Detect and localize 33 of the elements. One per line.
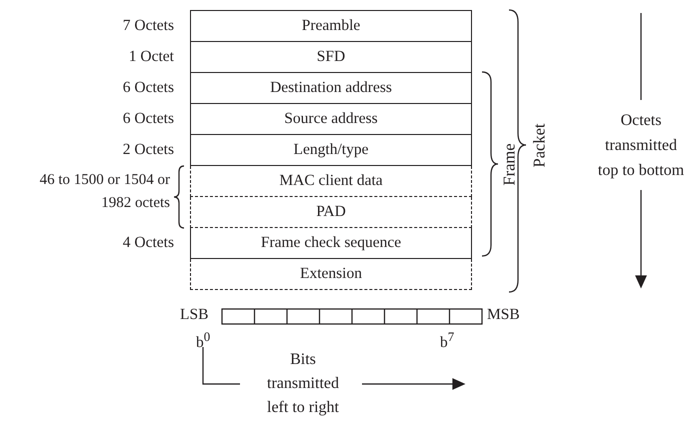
- field-box: [190, 258, 472, 290]
- lsb-label: LSB: [180, 306, 208, 324]
- field-box: [190, 10, 472, 42]
- bit-label: b$^{7}$: [440, 330, 454, 352]
- octet-count: 6 Octets: [122, 79, 174, 97]
- field-label: MAC client data: [279, 172, 383, 190]
- field-box: [190, 196, 472, 228]
- packet-label: Packet: [530, 122, 550, 170]
- field-box: [190, 228, 472, 259]
- direction-note: Bits transmitted left to right: [266, 350, 340, 418]
- frame-label: Frame: [500, 142, 520, 186]
- field-label: Source address: [284, 110, 378, 128]
- octet-count: 2 Octets: [122, 141, 174, 159]
- field-box: [190, 42, 472, 73]
- octet-count: 6 Octets: [122, 110, 174, 128]
- octet-count: 7 Octets: [122, 17, 174, 35]
- octet-count: 1 Octet: [128, 48, 174, 66]
- msb-label: MSB: [487, 306, 520, 324]
- field-box: [190, 166, 472, 197]
- field-box: [190, 104, 472, 135]
- field-label: Extension: [300, 264, 362, 283]
- field-label: Length/type: [294, 140, 368, 159]
- field-box: [190, 134, 472, 166]
- field-label: Preamble: [302, 17, 360, 35]
- field-box: [190, 72, 472, 104]
- field-label: SFD: [316, 48, 346, 66]
- direction-note: Octets transmitted top to bottom: [596, 111, 686, 181]
- field-label: Destination address: [270, 78, 392, 97]
- field-label: Frame check sequence: [260, 234, 402, 252]
- octet-count: 4 Octets: [122, 234, 174, 252]
- field-label: PAD: [316, 202, 346, 221]
- octet-count: 46 to 1500 or 1504 or 1982 octets: [38, 171, 170, 213]
- bit-label: b$^{0}$: [196, 330, 210, 352]
